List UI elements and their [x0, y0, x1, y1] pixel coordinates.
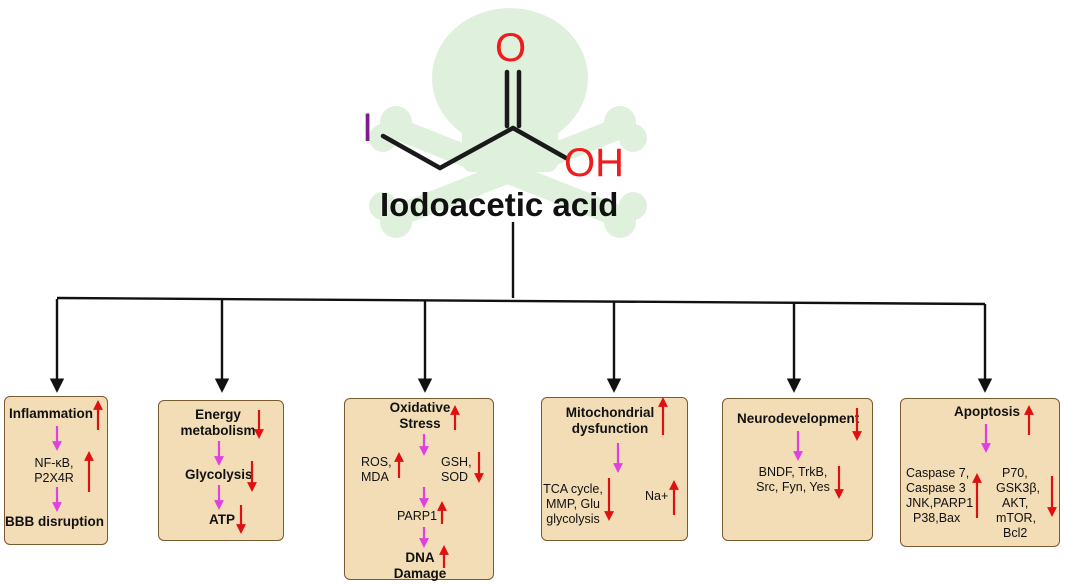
apop-right-2: GSK3β, [996, 481, 1041, 495]
hydroxyl-group: OH [564, 141, 624, 185]
oxidative-heading-line2: Stress [399, 416, 441, 431]
inflammation-item-1: NF-κB, [34, 456, 74, 470]
compound-title: Iodoacetic acid [380, 186, 619, 223]
apop-right-4: mTOR, [996, 511, 1037, 525]
branch-arrows [49, 299, 993, 393]
apop-left-2: Caspase 3 [906, 481, 966, 495]
damage-label: Damage [393, 566, 447, 581]
inflammation-item-2: P2X4R [34, 471, 74, 485]
oxidative-heading-line1: Oxidative [389, 400, 451, 415]
tca-label: TCA cycle, [543, 482, 603, 496]
glycolysis-label: Glycolysis [185, 467, 253, 482]
apop-right-1: P70, [1002, 466, 1028, 480]
mda-label: MDA [361, 470, 389, 484]
iodine-atom: I [362, 106, 374, 150]
ros-label: ROS, [361, 455, 392, 469]
mito-heading-line2: dysfunction [571, 421, 649, 436]
box-energy-metabolism [158, 400, 284, 541]
box-inflammation [4, 396, 108, 545]
tree-connectors [56, 222, 986, 306]
oxygen-atom: O [495, 26, 527, 70]
apop-left-1: Caspase 7, [906, 466, 970, 480]
apop-right-3: AKT, [1002, 496, 1029, 510]
neuro-line2: Src, Fyn, Yes [756, 480, 830, 494]
box-apoptosis [900, 398, 1060, 547]
apop-right-5: Bcl2 [1003, 526, 1028, 540]
box-neurodevelopment [722, 398, 873, 541]
apop-left-4: P38,Bax [913, 511, 961, 525]
apoptosis-heading: Apoptosis [954, 404, 1020, 419]
mito-heading-line1: Mitochondrial [565, 405, 655, 420]
inflammation-outcome: BBB disruption [5, 514, 104, 529]
na-label: Na+ [645, 489, 669, 503]
dna-label: DNA [405, 550, 435, 565]
box-oxidative-stress [344, 398, 494, 580]
inflammation-heading: Inflammation [9, 406, 94, 421]
mmp-glu-label: MMP, Glu [546, 497, 600, 511]
molecule-bonds [380, 69, 569, 171]
glycolysis-mito-label: glycolysis [546, 512, 600, 526]
neuro-line1: BNDF, TrkB, [758, 465, 828, 479]
parp1-label: PARP1 [397, 509, 438, 523]
atp-label: ATP [209, 512, 235, 527]
energy-heading-line1: Energy [195, 407, 241, 422]
gsh-label: GSH, [441, 455, 472, 469]
energy-heading-line2: metabolism [180, 423, 256, 438]
neuro-heading: Neurodevelopment [737, 411, 860, 426]
sod-label: SOD [441, 470, 469, 484]
apop-left-3: JNK,PARP1 [906, 496, 974, 510]
